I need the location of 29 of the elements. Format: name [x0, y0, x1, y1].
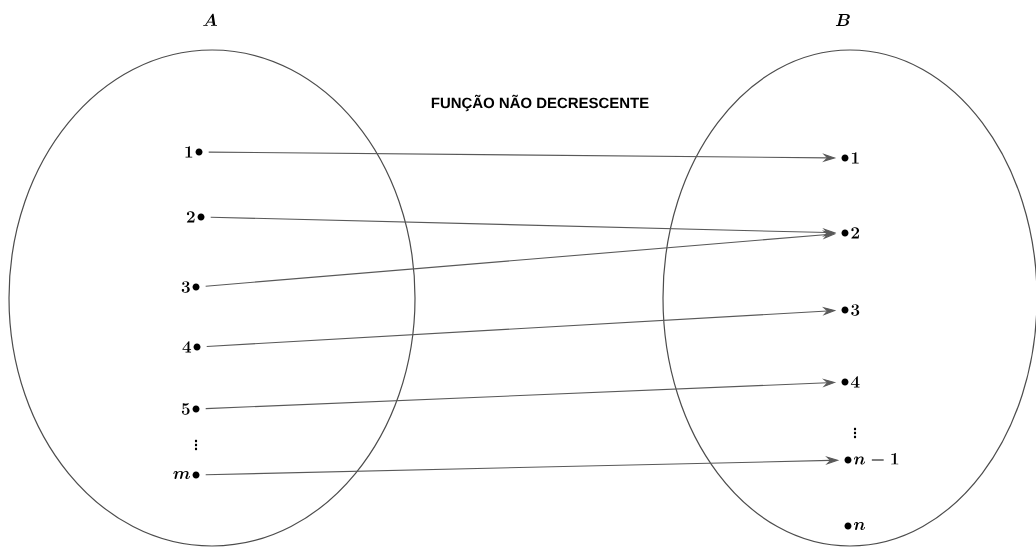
element-point: $2$: [841, 227, 860, 239]
node-label: $4$: [850, 376, 860, 388]
node-label: $1$: [851, 152, 859, 164]
node-label: $1$: [185, 146, 193, 158]
element-point: $1$: [185, 146, 203, 158]
element-point: $3$: [841, 304, 860, 316]
element-point: $2$: [186, 211, 205, 223]
node-label: $3$: [851, 304, 860, 316]
node-label: $n$: [853, 522, 866, 530]
element-point: $5$: [181, 403, 200, 415]
node-label: $4$: [182, 341, 192, 353]
node-label: $n-1$: [853, 453, 899, 465]
element-point: $n-1$: [844, 453, 899, 465]
vertical-dots: $\vdots$: [853, 427, 857, 439]
node-label: $2$: [186, 211, 195, 223]
element-point: $1$: [841, 152, 859, 164]
node-label: $5$: [181, 403, 190, 415]
element-point: $3$: [181, 281, 200, 293]
node-label: $m$: [173, 471, 191, 479]
element-point: $4$: [841, 376, 860, 388]
element-point: $m$: [173, 471, 200, 479]
vertical-dots: $\vdots$: [194, 439, 198, 451]
node-label: $2$: [851, 227, 860, 239]
element-point: $4$: [182, 341, 201, 353]
node-label: $A$: [203, 13, 217, 26]
element-point: $n$: [844, 522, 866, 530]
title: FUNÇÃO NÃO DECRESCENTE: [431, 94, 649, 112]
node-label: $B$: [835, 14, 850, 26]
node-label: $3$: [181, 281, 190, 293]
